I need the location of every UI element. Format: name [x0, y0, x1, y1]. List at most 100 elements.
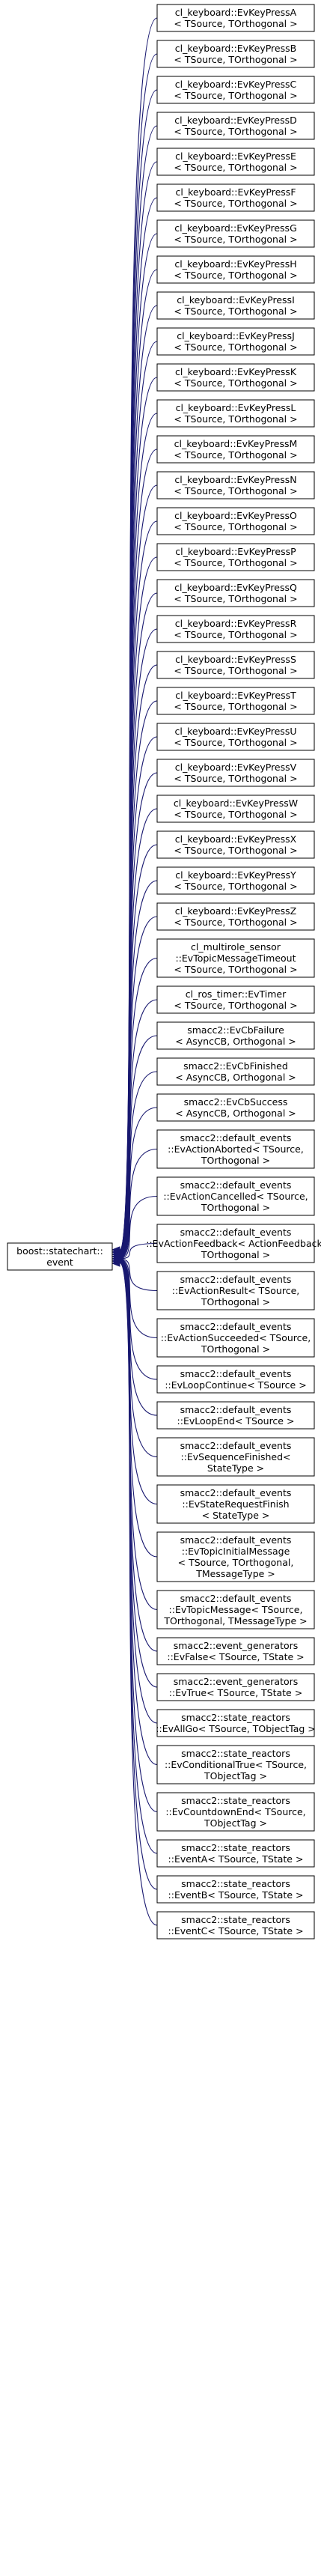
arrowheads — [111, 1246, 120, 1267]
class-node-n48[interactable]: smacc2::state_reactors::EventB< TSource,… — [156, 1875, 315, 1904]
class-node-n00[interactable]: cl_keyboard::EvKeyPressA< TSource, TOrth… — [156, 4, 315, 32]
class-node-n20[interactable]: cl_keyboard::EvKeyPressU< TSource, TOrth… — [156, 723, 315, 751]
class-box — [156, 1531, 315, 1582]
inheritance-edge — [119, 305, 158, 1253]
class-node-n21[interactable]: cl_keyboard::EvKeyPressV< TSource, TOrth… — [156, 759, 315, 787]
class-node-n38[interactable]: smacc2::default_events::EvSequenceFinish… — [156, 1437, 315, 1477]
class-name-line: smacc2::state_reactors — [181, 1842, 290, 1853]
class-box — [156, 687, 315, 715]
class-name-line: TMessageType > — [195, 1568, 275, 1579]
class-node-n30[interactable]: smacc2::EvCbSuccess< AsyncCB, Orthogonal… — [156, 1093, 315, 1122]
class-name-line: ::EvCountdownEnd< TSource, — [165, 1806, 305, 1817]
class-name-line: smacc2::EvCbFailure — [187, 1024, 284, 1036]
class-node-n28[interactable]: smacc2::EvCbFailure< AsyncCB, Orthogonal… — [156, 1021, 315, 1050]
class-node-n11[interactable]: cl_keyboard::EvKeyPressL< TSource, TOrth… — [156, 399, 315, 428]
class-node-n49[interactable]: smacc2::state_reactors::EventC< TSource,… — [156, 1911, 315, 1939]
class-node-n01[interactable]: cl_keyboard::EvKeyPressB< TSource, TOrth… — [156, 40, 315, 68]
class-node-n17[interactable]: cl_keyboard::EvKeyPressR< TSource, TOrth… — [156, 615, 315, 643]
class-node-n03[interactable]: cl_keyboard::EvKeyPressD< TSource, TOrth… — [156, 112, 315, 140]
class-node-n41[interactable]: smacc2::default_events::EvTopicMessage< … — [156, 1590, 315, 1629]
class-box — [156, 183, 315, 212]
class-box — [156, 255, 315, 284]
class-node-n42[interactable]: smacc2::event_generators::EvFalse< TSour… — [156, 1637, 315, 1665]
class-node-n45[interactable]: smacc2::state_reactors::EvConditionalTru… — [156, 1745, 315, 1784]
class-node-n40[interactable]: smacc2::default_events::EvTopicInitialMe… — [156, 1531, 315, 1582]
class-node-n29[interactable]: smacc2::EvCbFinished< AsyncCB, Orthogona… — [156, 1057, 315, 1086]
class-name-line: TOrthogonal > — [201, 1343, 270, 1355]
inheritance-edge — [119, 1242, 158, 1260]
class-box — [156, 40, 315, 68]
class-name-line: ::EvTopicMessage< TSource, — [169, 1604, 303, 1615]
class-node-n32[interactable]: smacc2::default_events::EvActionCancelle… — [156, 1176, 315, 1216]
class-name-line: < TSource, TOrthogonal > — [174, 198, 297, 209]
class-node-n05[interactable]: cl_keyboard::EvKeyPressF< TSource, TOrth… — [156, 183, 315, 212]
class-name-line: cl_keyboard::EvKeyPressH — [174, 258, 296, 270]
class-name-line: cl_keyboard::EvKeyPressN — [174, 474, 296, 485]
class-box — [156, 1875, 315, 1904]
class-name-line: TOrthogonal > — [201, 1249, 270, 1260]
class-node-n02[interactable]: cl_keyboard::EvKeyPressC< TSource, TOrth… — [156, 76, 315, 104]
class-box — [156, 1224, 315, 1263]
class-node-n07[interactable]: cl_keyboard::EvKeyPressH< TSource, TOrth… — [156, 255, 315, 284]
class-node-n14[interactable]: cl_keyboard::EvKeyPressO< TSource, TOrth… — [156, 507, 315, 535]
class-name-line: cl_keyboard::EvKeyPressL — [176, 402, 296, 413]
class-node-n13[interactable]: cl_keyboard::EvKeyPressN< TSource, TOrth… — [156, 471, 315, 499]
class-node-n26[interactable]: cl_multirole_sensor::EvTopicMessageTimeo… — [156, 938, 315, 978]
class-name-line: < TSource, TOrthogonal > — [174, 917, 297, 928]
inheritance-edge — [119, 736, 158, 1256]
class-node-n23[interactable]: cl_keyboard::EvKeyPressX< TSource, TOrth… — [156, 830, 315, 859]
class-node-n27[interactable]: cl_ros_timer::EvTimer< TSource, TOrthogo… — [156, 985, 315, 1014]
class-name-line: < TSource, TOrthogonal > — [174, 881, 297, 892]
class-node-n24[interactable]: cl_keyboard::EvKeyPressY< TSource, TOrth… — [156, 866, 315, 895]
inheritance-edge — [119, 700, 158, 1256]
class-name-line: smacc2::default_events — [180, 1534, 292, 1546]
base-class-node[interactable]: boost::statechart::event — [7, 1242, 113, 1271]
class-node-n34[interactable]: smacc2::default_events::EvActionResult< … — [156, 1271, 315, 1310]
class-name-line: smacc2::event_generators — [174, 1676, 299, 1687]
class-box — [156, 1792, 315, 1832]
class-name-line: cl_keyboard::EvKeyPressT — [175, 690, 296, 701]
class-node-n04[interactable]: cl_keyboard::EvKeyPressE< TSource, TOrth… — [156, 148, 315, 176]
class-node-n18[interactable]: cl_keyboard::EvKeyPressS< TSource, TOrth… — [156, 651, 315, 679]
class-node-n31[interactable]: smacc2::default_events::EvActionAborted<… — [156, 1129, 315, 1169]
class-name-line: cl_keyboard::EvKeyPressU — [174, 726, 296, 737]
class-box — [156, 985, 315, 1014]
class-node-n12[interactable]: cl_keyboard::EvKeyPressM< TSource, TOrth… — [156, 435, 315, 464]
class-node-n44[interactable]: smacc2::state_reactors::EvAllGo< TSource… — [156, 1709, 316, 1737]
class-name-line: < TSource, TOrthogonal > — [174, 54, 297, 65]
class-node-n43[interactable]: smacc2::event_generators::EvTrue< TSourc… — [156, 1673, 315, 1701]
class-node-n36[interactable]: smacc2::default_events::EvLoopContinue< … — [156, 1365, 315, 1394]
class-node-n08[interactable]: cl_keyboard::EvKeyPressI< TSource, TOrth… — [156, 291, 315, 320]
class-name-line: ::EvFalse< TSource, TState > — [167, 1651, 304, 1662]
class-node-n46[interactable]: smacc2::state_reactors::EvCountdownEnd< … — [156, 1792, 315, 1832]
class-box — [156, 4, 315, 32]
class-node-n25[interactable]: cl_keyboard::EvKeyPressZ< TSource, TOrth… — [156, 902, 315, 931]
class-name-line: < TSource, TOrthogonal > — [174, 593, 297, 604]
class-node-n10[interactable]: cl_keyboard::EvKeyPressK< TSource, TOrth… — [156, 363, 315, 392]
class-node-n47[interactable]: smacc2::state_reactors::EventA< TSource,… — [156, 1839, 315, 1868]
class-node-n37[interactable]: smacc2::default_events::EvLoopEnd< TSour… — [156, 1401, 315, 1430]
class-name-line: cl_keyboard::EvKeyPressY — [175, 869, 296, 881]
class-name-line: smacc2::EvCbFinished — [183, 1060, 288, 1072]
class-node-n16[interactable]: cl_keyboard::EvKeyPressQ< TSource, TOrth… — [156, 579, 315, 607]
class-box — [156, 830, 315, 859]
base-class-node-box[interactable]: boost::statechart::event — [7, 1242, 113, 1271]
class-box — [156, 1637, 315, 1665]
class-name-line: ::EvAllGo< TSource, TObjectTag > — [156, 1723, 315, 1734]
class-name-line: < TSource, TOrthogonal > — [174, 270, 297, 281]
class-node-n22[interactable]: cl_keyboard::EvKeyPressW< TSource, TOrth… — [156, 795, 315, 823]
class-node-n35[interactable]: smacc2::default_events::EvActionSucceede… — [156, 1318, 315, 1358]
class-node-n33[interactable]: smacc2::default_events::EvActionFeedback… — [146, 1224, 321, 1263]
class-name-line: cl_keyboard::EvKeyPressR — [175, 618, 297, 629]
class-name-line: TOrthogonal > — [201, 1202, 270, 1213]
class-node-n15[interactable]: cl_keyboard::EvKeyPressP< TSource, TOrth… — [156, 543, 315, 571]
class-name-line: smacc2::state_reactors — [181, 1914, 290, 1925]
class-node-n39[interactable]: smacc2::default_events::EvStateRequestFi… — [156, 1484, 315, 1524]
class-node-n19[interactable]: cl_keyboard::EvKeyPressT< TSource, TOrth… — [156, 687, 315, 715]
class-node-n06[interactable]: cl_keyboard::EvKeyPressG< TSource, TOrth… — [156, 219, 315, 248]
inheritance-edges — [111, 17, 158, 1926]
class-node-n09[interactable]: cl_keyboard::EvKeyPressJ< TSource, TOrth… — [156, 327, 315, 356]
class-name-line: ::EvStateRequestFinish — [182, 1498, 289, 1510]
class-name-line: ::EvActionResult< TSource, — [172, 1285, 299, 1296]
class-name-line: < TSource, TOrthogonal > — [174, 485, 297, 496]
